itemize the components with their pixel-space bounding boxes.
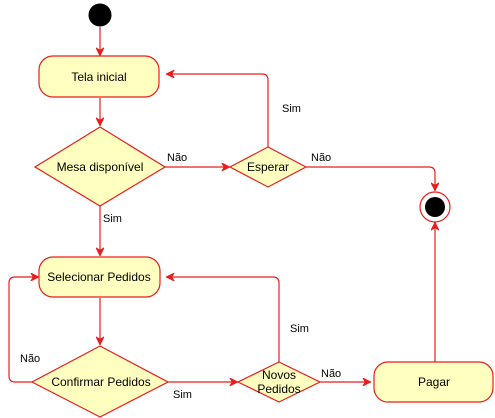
action-pagar: Pagar	[373, 361, 494, 403]
decision-mesa-disponivel: Mesa disponível	[33, 126, 167, 207]
decision-esperar: Esperar	[228, 146, 308, 188]
edge-novos-to-selecionar	[166, 277, 280, 362]
edge-confirmar-to-selecionar	[8, 277, 39, 383]
edge-label-esperar-sim: Sim	[282, 103, 301, 115]
edge-label-novos-nao: Não	[321, 368, 341, 380]
edge-label-novos-sim: Sim	[290, 323, 309, 335]
edge-label-confirmar-nao: Não	[20, 353, 40, 365]
tela-inicial-label: Tela inicial	[71, 70, 126, 84]
decision-novos-pedidos: Novos Pedidos	[236, 361, 322, 403]
confirmar-pedidos-label: Confirmar Pedidos	[51, 375, 150, 389]
action-tela-inicial: Tela inicial	[38, 55, 160, 98]
final-node	[419, 191, 451, 223]
action-selecionar-pedidos: Selecionar Pedidos	[38, 256, 161, 298]
esperar-label: Esperar	[247, 160, 289, 174]
initial-node	[88, 3, 112, 27]
edge-label-mesa-nao: Não	[167, 152, 187, 164]
mesa-disponivel-label: Mesa disponível	[57, 160, 144, 174]
edge-label-confirmar-sim: Sim	[173, 389, 192, 401]
novos-pedidos-label-line1: Novos	[262, 368, 296, 382]
edge-esperar-to-tela	[166, 74, 269, 147]
edge-esperar-to-end	[306, 166, 435, 191]
edge-label-mesa-sim: Sim	[103, 213, 122, 225]
pagar-label: Pagar	[418, 375, 450, 389]
selecionar-pedidos-label: Selecionar Pedidos	[47, 270, 150, 284]
novos-pedidos-label-line2: Pedidos	[257, 382, 300, 396]
edge-label-esperar-nao: Não	[311, 152, 331, 164]
decision-confirmar-pedidos: Confirmar Pedidos	[30, 345, 170, 418]
